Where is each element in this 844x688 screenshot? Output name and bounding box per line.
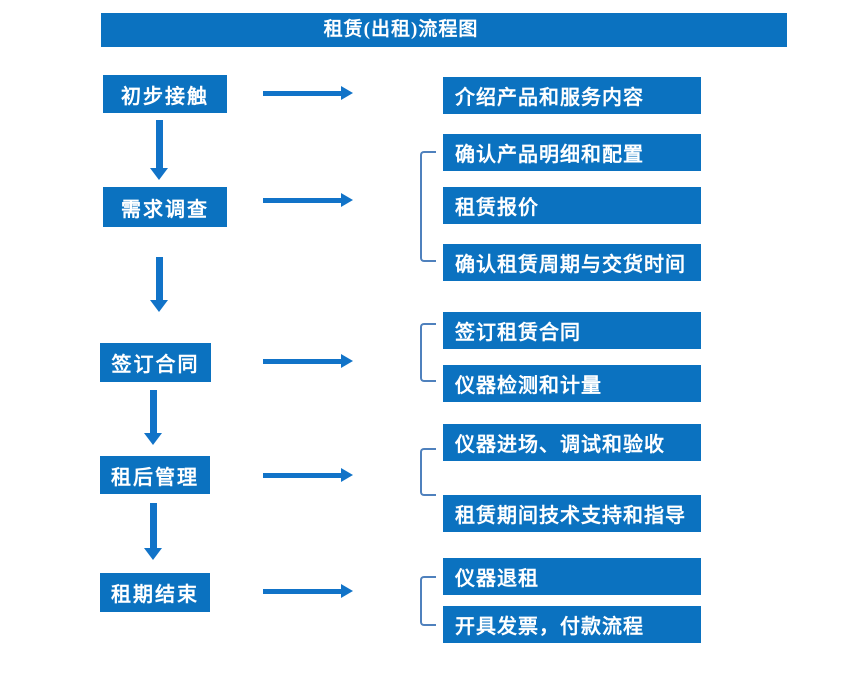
arrow-right-icon [263,354,353,368]
stage-box-demand-survey: 需求调查 [103,187,227,227]
arrow-right-icon [263,86,353,100]
stage-box-post-rental-management: 租后管理 [100,456,210,494]
flowchart-title: 租赁(出租)流程图 [101,13,787,47]
bracket-connector [420,448,436,496]
bracket-connector [420,151,436,262]
arrow-right-icon [263,193,353,207]
output-box-instrument-testing: 仪器检测和计量 [443,365,701,402]
arrow-right-icon [263,584,353,598]
arrow-down-icon [144,503,162,560]
output-box-introduce-products: 介绍产品和服务内容 [443,77,701,114]
output-box-instrument-entry-acceptance: 仪器进场、调试和验收 [443,424,701,461]
stage-box-sign-contract: 签订合同 [100,343,211,382]
output-box-instrument-return: 仪器退租 [443,558,701,595]
output-box-rental-quotation: 租赁报价 [443,187,701,224]
arrow-down-icon [150,257,168,312]
output-box-sign-rental-contract: 签订租赁合同 [443,312,701,349]
bracket-connector [420,576,436,626]
stage-box-lease-end: 租期结束 [100,573,210,612]
output-box-technical-support: 租赁期间技术支持和指导 [443,495,701,532]
stage-box-initial-contact: 初步接触 [103,75,227,113]
arrow-right-icon [263,468,353,482]
output-box-confirm-period-delivery: 确认租赁周期与交货时间 [443,244,701,281]
arrow-down-icon [144,390,162,445]
output-box-confirm-product-details: 确认产品明细和配置 [443,134,701,171]
output-box-invoice-payment: 开具发票，付款流程 [443,606,701,643]
bracket-connector [420,323,436,382]
arrow-down-icon [150,120,168,180]
